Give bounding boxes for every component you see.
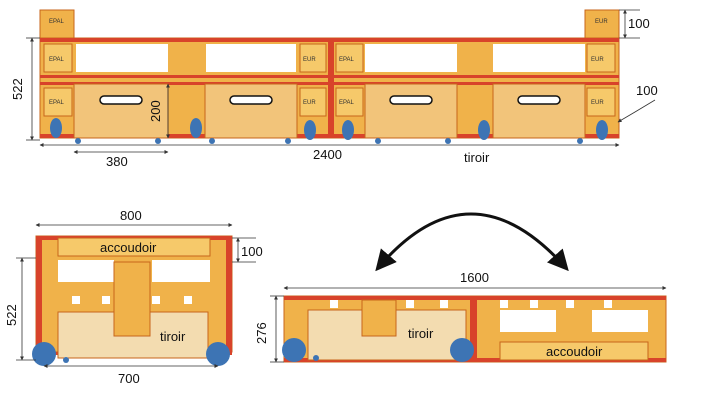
gap [604,300,612,308]
dim-flip-height: 276 [254,322,269,344]
gap [184,296,192,304]
wheel [206,342,230,366]
wheel [313,355,319,361]
center-post [113,261,151,337]
backrest-gap [76,44,168,72]
flip-view-sofa: tiroir accoudoir 1600 276 [254,212,667,363]
backrest-gap [493,44,585,72]
backrest-gap [365,44,457,72]
flip-armrest [499,341,649,361]
dim-drawer-height: 200 [148,100,163,122]
stamp-epal: EPAL [49,19,65,25]
back-post-right [584,9,620,41]
dim-side-height: 522 [4,304,19,326]
wheel [155,138,161,144]
gap [72,296,80,304]
top-view-dimensions [26,9,656,154]
wheel [478,120,490,140]
label-drawer: tiroir [464,150,490,165]
drawer [204,83,298,139]
wheel [190,118,202,138]
drawer-handle [229,95,273,105]
wheel [450,338,474,362]
center-post [361,299,397,337]
wheel [282,338,306,362]
gap [440,300,448,308]
stamp-epal: EPAL [339,57,355,63]
dim-width-bottom: 700 [118,371,140,386]
dim-armrest-height: 100 [241,244,263,259]
drawer-handle [517,95,561,105]
pallet-blocks: EPAL EPAL EUR EUR EPAL EPAL EUR EUR [43,43,616,117]
center-seam [328,38,334,138]
gap [330,300,338,308]
dim-height-top: 100 [628,16,650,31]
backrest-gap [206,44,296,72]
wheels [50,118,608,144]
wheel [577,138,583,144]
back-post-left [39,9,75,41]
drawer-handle [389,95,433,105]
stamp-epal: EPAL [49,57,65,63]
wheel [75,138,81,144]
dim-width-top: 800 [120,208,142,223]
wheel [445,138,451,144]
wheel [32,342,56,366]
gap [152,296,160,304]
wheel [285,138,291,144]
gap [592,310,648,332]
center-seam [470,296,477,362]
stamp-epal: EPAL [49,100,65,106]
side-dimensions [16,223,256,368]
label-flip-drawer: tiroir [408,326,434,341]
stamp-eur: EUR [303,100,316,106]
label-side-drawer: tiroir [160,329,186,344]
stamp-eur: EUR [591,100,604,106]
gap [530,300,538,308]
gap [566,300,574,308]
gap [152,260,210,282]
stamp-eur: EUR [303,57,316,63]
dim-drawer-width: 380 [106,154,128,169]
armrest [57,237,211,257]
top-view-sofa: EPAL EUR EPAL EPAL EUR EUR EPAL EPAL [10,9,658,169]
flip-dimensions [270,286,667,363]
dim-wheel-gap: 100 [636,83,658,98]
wheel [63,357,69,363]
rotation-arrow [375,212,569,272]
wheel [375,138,381,144]
gap [500,300,508,308]
drawer [492,83,586,139]
stamp-eur: EUR [591,57,604,63]
side-view-sofa: accoudoir tiroir 800 100 522 700 [4,208,263,386]
wheel [50,118,62,138]
drawer-handle [99,95,143,105]
gap [406,300,414,308]
stamp-epal: EPAL [339,100,355,106]
drawer [364,83,458,139]
dim-flip-width: 1600 [460,270,489,285]
gap [58,260,114,282]
wheel [209,138,215,144]
wheel [304,120,316,140]
drawers [73,83,586,139]
stripe [226,236,232,354]
drawer [73,83,169,139]
stamp-eur: EUR [595,19,608,25]
label-flip-armrest: accoudoir [546,344,603,359]
dim-total-width: 2400 [313,147,342,162]
dim-height-total: 522 [10,78,25,100]
label-armrest: accoudoir [100,240,157,255]
stripe [36,236,42,354]
gap [102,296,110,304]
gap [500,310,556,332]
wheel [596,120,608,140]
wheel [342,120,354,140]
